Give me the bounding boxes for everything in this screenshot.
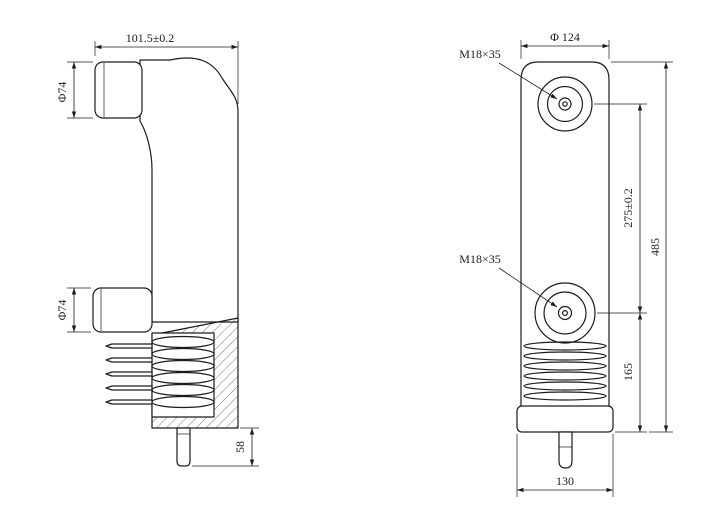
dim-top-diameter-label: Φ 124 (550, 30, 580, 44)
dim-top-diameter: Φ 124 (520, 30, 610, 59)
bottom-stem-front (558, 431, 573, 469)
fin (523, 361, 607, 371)
left-view-side-profile: 101.5±0.2 Φ74 Φ74 58 (55, 31, 259, 467)
upper-terminal-boss (94, 61, 143, 119)
fin (105, 371, 153, 377)
dim-top-width-label: 101.5±0.2 (126, 31, 175, 45)
pole-front-outline (520, 61, 610, 409)
dim-hole-spacing-label: 275±0.2 (621, 188, 635, 228)
bellows-rib (151, 347, 215, 361)
mid-terminal-hole (534, 282, 596, 344)
front-fins (523, 341, 607, 401)
dim-lower-height-label: 165 (621, 363, 635, 381)
dim-base-width: 130 (516, 434, 614, 497)
dim-lower-terminal-label: Φ74 (55, 300, 69, 321)
fin (105, 385, 153, 391)
right-view-front-profile: Φ 124 M18×35 M18×35 275±0.2 (459, 30, 673, 497)
thread-callout-mid-label: M18×35 (459, 252, 500, 266)
top-terminal-hole (537, 76, 593, 132)
thread-callout-top: M18×35 (459, 47, 558, 100)
bellows-rib (151, 383, 215, 397)
bellows-rib (151, 395, 215, 409)
bottom-stem-side (176, 427, 191, 467)
bellows-rib (151, 371, 215, 385)
fin (105, 399, 153, 405)
thread-callout-top-label: M18×35 (459, 47, 500, 61)
dim-hole-spacing: 275±0.2 (594, 103, 647, 314)
lower-terminal-boss (92, 287, 153, 333)
side-fins (105, 343, 153, 405)
fin (523, 391, 607, 401)
dim-stem-length-label: 58 (233, 441, 247, 453)
dim-top-width: 101.5±0.2 (94, 31, 239, 104)
dim-total-height-label: 485 (648, 238, 662, 256)
fin (523, 351, 607, 361)
dim-stem-length: 58 (192, 427, 259, 467)
bellows-rib (151, 335, 215, 349)
fin (105, 343, 153, 349)
fin (523, 371, 607, 381)
bellows-rib (151, 359, 215, 373)
bellows-corrugations (151, 335, 215, 409)
dim-upper-terminal-label: Φ74 (55, 82, 69, 103)
pole-side-outline (139, 57, 239, 323)
dim-total-height: 485 (611, 61, 673, 433)
fin (523, 341, 607, 351)
fin (523, 381, 607, 391)
fin (105, 357, 153, 363)
dim-lower-height: 165 (615, 313, 647, 433)
base-block (516, 405, 614, 433)
dim-lower-terminal-diameter: Φ74 (55, 287, 91, 333)
dim-upper-terminal-diameter: Φ74 (55, 61, 93, 119)
thread-callout-mid: M18×35 (459, 252, 558, 308)
dim-base-width-label: 130 (556, 474, 574, 488)
